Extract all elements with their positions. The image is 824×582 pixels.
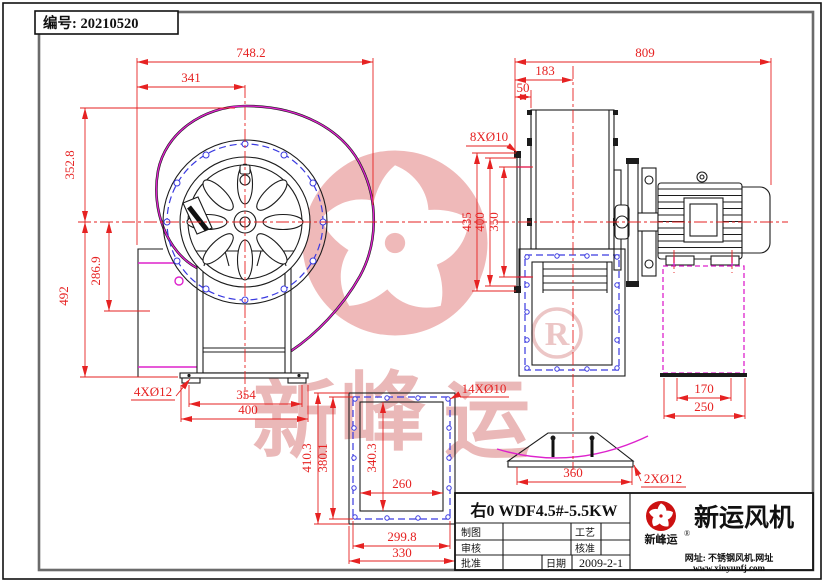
dim-base-width: 400 [238,402,258,417]
logo-text: 新峰运 [645,532,678,546]
dim-top-to-axis: 352.8 [62,150,77,179]
date-label: 日期 [546,558,566,570]
watermark: R 新 峰 运 [252,150,583,469]
drawing-number: 编号: 20210520 [43,14,138,32]
scroll-casing-outline [155,105,375,352]
dimensions-side: 809 183 50 8XØ10 435 400 350 170 250 [459,45,772,419]
dim-flange-outer: 435 [459,212,474,232]
watermark-char-3: 运 [444,373,530,469]
fan-base [179,372,309,384]
side-plate-edge [137,248,163,377]
louvers [542,262,608,293]
watermark-pinwheel-logo [302,150,488,336]
dim-support-hole-span: 170 [694,381,714,396]
motor [657,171,771,266]
website-line-2: www.xinyunfj.com [693,563,766,573]
dim-overall-length: 809 [635,45,655,60]
dim-axis-to-flange: 286.9 [88,256,103,285]
motor-end-bell [741,186,771,254]
dim-flange-offset: 50 [517,80,530,95]
dim-saddle-holes: 2XØ12 [644,471,682,486]
dimensions-outlet-flange: 14XØ10 410.3 380.1 340.3 260 299.8 330 [299,381,509,564]
dim-flange-inner: 350 [486,212,501,232]
bearing-assembly [613,158,659,287]
title-block: 右0 WDF4.5#-5.5KW 制图 审核 批准 工艺 核准 日期 2009-… [454,492,814,573]
dim-inlet-to-axis: 341 [181,70,201,85]
side-view [514,109,771,377]
number-box: 编号: 20210520 [34,10,179,35]
dim-inner-width: 260 [392,476,412,491]
dim-base-holes: 4XØ12 [134,384,172,399]
centerlines [78,66,788,470]
process-label: 工艺 [575,527,595,539]
registered-mark: ® [684,529,690,538]
side-duct [527,109,618,250]
dim-bolt-width: 299.8 [387,529,416,544]
dim-bolt-height: 380.1 [315,443,330,472]
motor-foot [710,255,740,266]
dim-axis-to-base: 492 [56,286,71,306]
motor-foot [665,255,695,266]
approved-label: 批准 [461,557,481,570]
watermark-registered-letter: R [545,316,570,353]
outlet-flange-detail [348,392,456,525]
motor-support-stand [660,250,747,377]
dim-support-width: 250 [694,399,714,414]
motor-eyebolt [696,171,708,183]
dim-inlet-holes: 8XØ10 [470,129,508,144]
dimensions-front: 748.2 341 352.8 492 286.9 4XØ12 354 400 [56,45,374,422]
outlet-flange-face [518,248,626,377]
company-logo-icon [646,501,676,531]
checked-label: 审核 [461,542,481,555]
date-value: 2009-2-1 [579,556,623,570]
model-designation: 右0 WDF4.5#-5.5KW [470,501,617,520]
dim-inlet-depth: 183 [535,63,555,78]
dim-base-hole-span: 354 [236,387,256,402]
dim-overall-width: 748.2 [236,45,265,60]
dim-saddle-width: 360 [563,465,583,480]
dim-flange-bolt-circle: 400 [472,212,487,232]
ratified-label: 核准 [575,542,595,555]
dim-flange-holes: 14XØ10 [462,381,507,396]
website-line-1: 网址: 不锈钢风机.网址 [685,552,774,563]
drawn-label: 制图 [461,526,481,539]
dimensions-saddle: 360 2XØ12 [516,464,686,488]
dim-inner-height: 340.3 [364,443,379,472]
drain-plug [174,276,184,286]
dim-outer-width: 330 [392,545,412,560]
watermark-registered-circle [531,307,583,359]
dim-outer-height: 410.3 [299,443,314,472]
company-name: 新运风机 [694,503,794,532]
